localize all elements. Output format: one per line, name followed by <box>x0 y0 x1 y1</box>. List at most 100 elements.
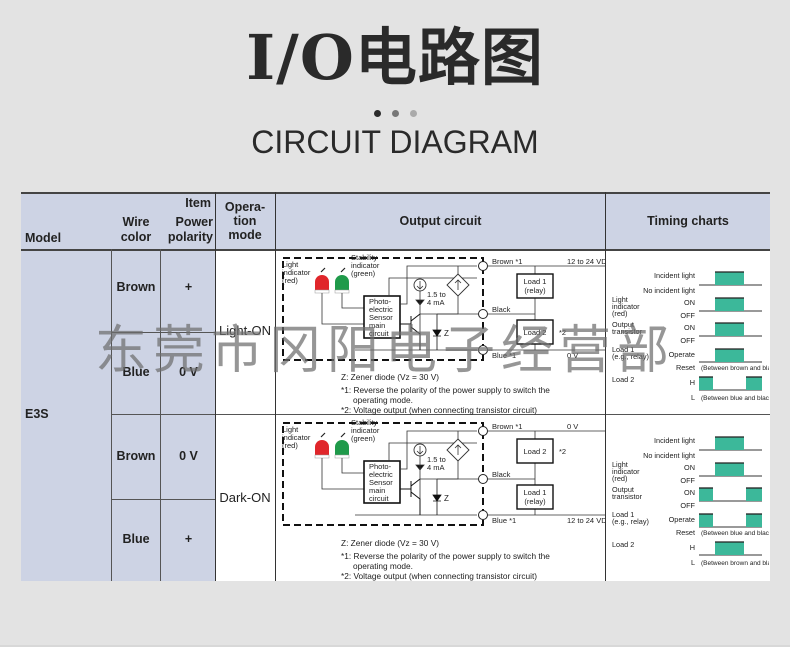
timing-label-light-indicator: (red) <box>612 474 627 483</box>
header-model: Model <box>25 231 62 245</box>
io-circuit-table: Item Model Wire color Power polarity Ope… <box>21 192 770 581</box>
output-transistor-icon <box>400 478 421 515</box>
timing-label-light-indicator: Light <box>612 295 628 304</box>
timing-label-operate: Operate <box>669 350 695 359</box>
col-divider-5 <box>605 192 606 581</box>
note-zener: Z: Zener diode (Vz = 30 V) <box>341 538 439 548</box>
led-light-arrow-icon <box>320 267 346 273</box>
main-circuit-label: Photo- <box>369 297 392 306</box>
blue-wire-label: Blue *1 <box>492 516 516 525</box>
main-circuit-box <box>363 295 401 339</box>
power-polarity-4: + <box>184 532 193 546</box>
page-subtitle: CIRCUIT DIAGRAM <box>251 124 539 160</box>
signal-light-indicator-high <box>715 463 744 476</box>
timing-label-operate: Operate <box>669 515 695 524</box>
stability-indicator-label: (green) <box>351 269 376 278</box>
upper-load-box <box>516 438 554 464</box>
header-item: Item <box>171 196 211 210</box>
timing-label-l: L <box>691 558 695 567</box>
note-1: *1: Reverse the polarity of the power su… <box>341 385 550 395</box>
light-indicator-label: indicator <box>282 433 311 442</box>
led-base <box>334 289 350 294</box>
timing-label-reset: Reset <box>676 363 695 372</box>
light-indicator-label: indicator <box>282 268 311 277</box>
note-1: *1: Reverse the polarity of the power su… <box>341 551 550 561</box>
main-circuit-label: electric <box>369 470 393 479</box>
timing-label-h: H <box>690 378 695 387</box>
terminal-brown <box>478 426 488 436</box>
timing-label-off: OFF <box>680 336 695 345</box>
operation-mode-light-on: Light-ON <box>218 322 272 338</box>
led-light-arrow-icon <box>320 432 346 438</box>
dot-1 <box>373 110 381 117</box>
terminal-black <box>478 309 488 319</box>
timing-label-on: ON <box>684 463 695 472</box>
led-wires <box>321 458 364 490</box>
wire-color-4: Blue <box>122 532 150 546</box>
note-1-cont: operating mode. <box>353 395 413 405</box>
top-supply-voltage: 0 V <box>567 422 578 431</box>
note-zener: Z: Zener diode (Vz = 30 V) <box>341 372 439 382</box>
timing-label-load2: Load 2 <box>612 540 634 549</box>
zener-diode-icon <box>432 479 442 515</box>
timing-label-off: OFF <box>680 501 695 510</box>
signal-load1-high <box>746 514 762 527</box>
header-operation-mode: Opera- tion mode <box>216 197 274 245</box>
timing-label-light-indicator: (red) <box>612 309 627 318</box>
bottom-supply-voltage: 12 to 24 VDC <box>567 516 605 525</box>
output-transistor-icon <box>400 313 421 350</box>
lower-load-box <box>516 319 554 345</box>
timing-label-no-incident-light: No incident light <box>643 451 695 460</box>
output-circuit-light-on: Lightindicator(red)Stabilityindicator(gr… <box>282 253 605 361</box>
light-indicator-label: Light <box>282 425 299 434</box>
terminal-brown <box>478 261 488 271</box>
timing-label-on: ON <box>684 298 695 307</box>
header-wire-color-text: Wire color <box>120 215 152 244</box>
circuit-notes-dark-on: Z: Zener diode (Vz = 30 V) *1: Reverse t… <box>341 538 550 581</box>
main-circuit-label: Sensor <box>369 478 393 487</box>
signal-incident-light-high <box>715 272 744 285</box>
timing-label-load1: Load 1 <box>612 510 634 519</box>
black-wire-label: Black <box>492 470 511 479</box>
led-base <box>314 454 330 459</box>
col-divider-1 <box>111 249 112 581</box>
timing-label-on: ON <box>684 488 695 497</box>
top-supply-voltage: 12 to 24 VDC <box>567 257 605 266</box>
led-wires <box>321 293 364 325</box>
timing-label-h: H <box>690 543 695 552</box>
header-timing-charts: Timing charts <box>606 192 770 249</box>
timing-label-incident-light: Incident light <box>654 271 695 280</box>
light-indicator-label: Light <box>282 260 299 269</box>
stability-indicator-led-icon <box>335 275 349 290</box>
output-circuit-dark-on: Lightindicator(red)Stabilityindicator(gr… <box>282 418 605 526</box>
signal-output-transistor-high <box>699 488 713 501</box>
col-divider-4 <box>275 192 276 581</box>
lower-load-label: Load 1 <box>524 488 547 497</box>
signal-output-transistor-high <box>746 488 762 501</box>
terminal-blue <box>478 510 488 520</box>
timing-label-load1: Load 1 <box>612 345 634 354</box>
timing-label-load1: (e.g., relay) <box>612 352 649 361</box>
timing-label-output-transistor: transistor <box>612 327 643 336</box>
timing-label-off: OFF <box>680 311 695 320</box>
current-label: 1.5 to <box>427 455 446 464</box>
timing-label-reset: Reset <box>676 528 695 537</box>
header-output-circuit: Output circuit <box>276 192 605 249</box>
terminal-blue <box>478 345 488 355</box>
bridge-arrow <box>454 279 462 290</box>
sensor-enclosure <box>282 422 484 526</box>
timing-load2-note: (Between blue and black) <box>701 395 769 402</box>
stability-indicator-label: indicator <box>351 261 380 270</box>
upper-load-label: (relay) <box>524 286 546 295</box>
lower-load-label: (relay) <box>524 497 546 506</box>
timing-label-l: L <box>691 393 695 402</box>
upper-load-note: *2 <box>559 447 566 456</box>
table-top-border <box>21 192 770 194</box>
page-title: I/O电路图 <box>246 21 544 94</box>
internal-rails <box>355 265 477 351</box>
main-circuit-label: Photo- <box>369 462 392 471</box>
main-circuit-label: Sensor <box>369 313 393 322</box>
zener-label: Z <box>444 329 449 338</box>
col-divider-3 <box>215 192 216 581</box>
upper-load-label: Load 2 <box>524 447 547 456</box>
